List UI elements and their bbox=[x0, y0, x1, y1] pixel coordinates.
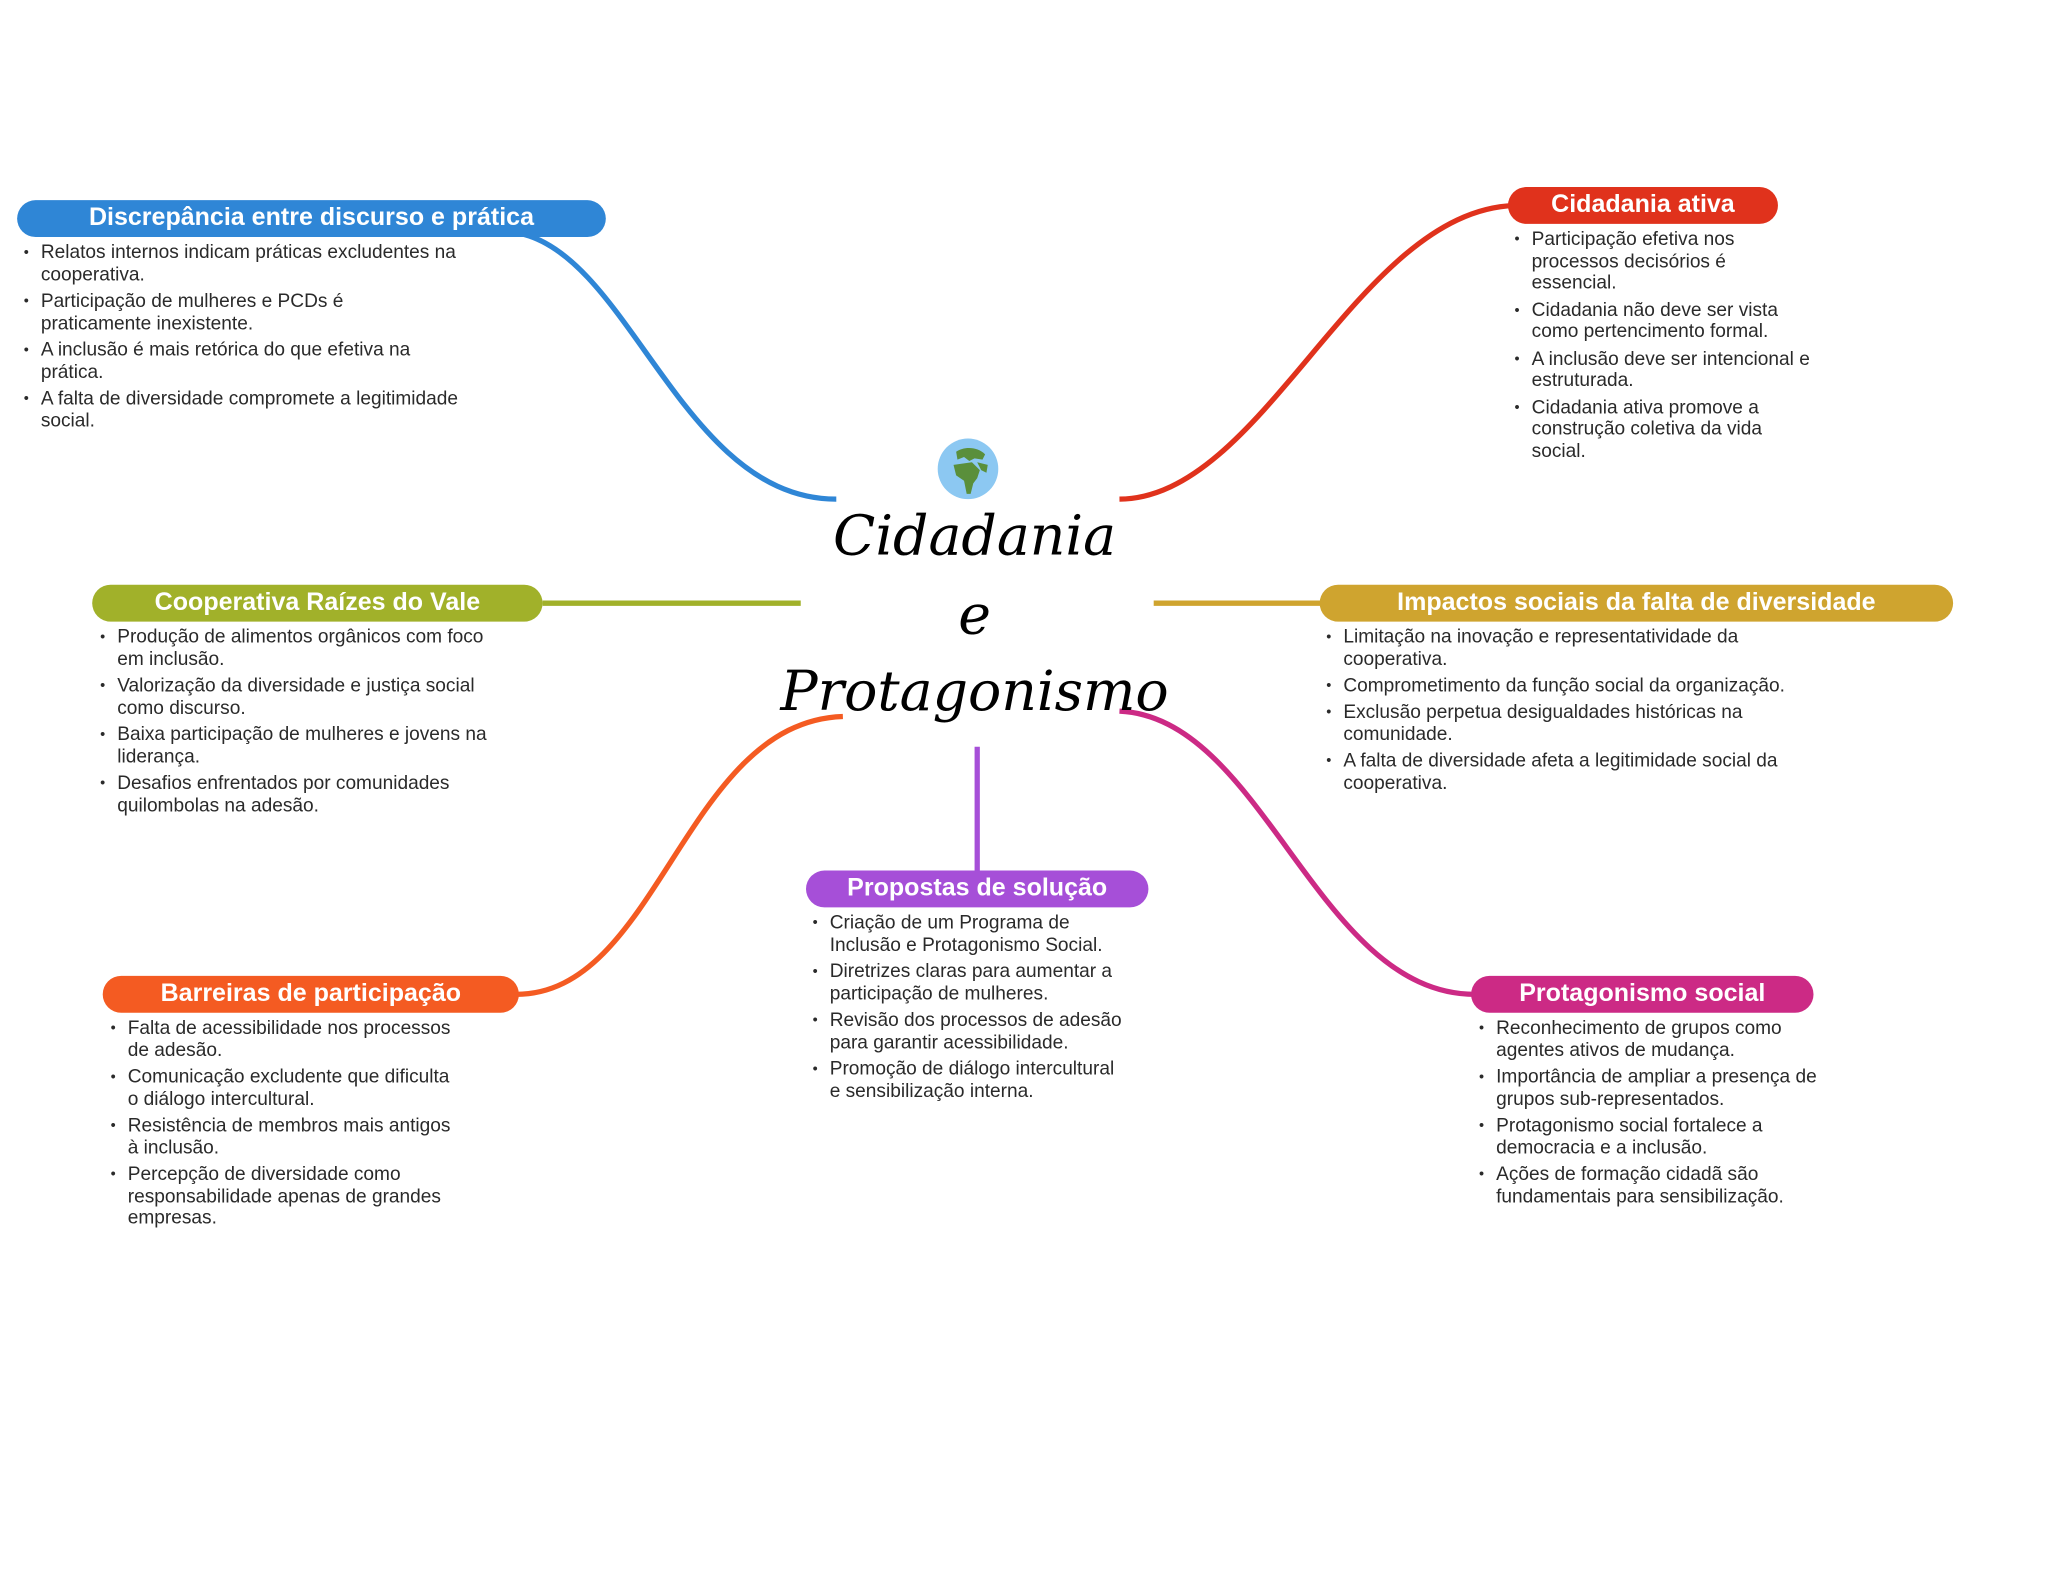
topic-barreiras[interactable]: Barreiras de participação bbox=[102, 975, 519, 1013]
note-item: Participação de mulheres e PCDs é pratic… bbox=[24, 291, 459, 335]
note-item: Criação de um Programa de Inclusão e Pro… bbox=[813, 913, 1122, 957]
note-item: Importância de ampliar a presença de gru… bbox=[1479, 1067, 1848, 1111]
note-item: Percepção de diversidade como responsabi… bbox=[111, 1164, 460, 1230]
topic-cidadania-ativa-notes: Participação efetiva nos processos decis… bbox=[1515, 229, 1811, 468]
note-item: Diretrizes claras para aumentar a partic… bbox=[813, 961, 1122, 1005]
note-item: Valorização da diversidade e justiça soc… bbox=[100, 676, 515, 720]
note-item: A inclusão deve ser intencional e estrut… bbox=[1515, 348, 1811, 392]
note-item: Produção de alimentos orgânicos com foco… bbox=[100, 627, 515, 671]
note-item: Baixa participação de mulheres e jovens … bbox=[100, 724, 515, 768]
topic-discrepancia-notes: Relatos internos indicam práticas exclud… bbox=[24, 242, 459, 437]
link-discrepancia bbox=[523, 231, 837, 502]
note-item: Falta de acessibilidade nos processos de… bbox=[111, 1018, 460, 1062]
link-protagonismo-social bbox=[1119, 708, 1476, 997]
topic-protagonismo-social-notes: Reconhecimento de grupos como agentes at… bbox=[1479, 1018, 1848, 1213]
topic-cooperativa-notes: Produção de alimentos orgânicos com foco… bbox=[100, 627, 515, 822]
link-cidadania-ativa bbox=[1119, 202, 1515, 502]
note-item: Ações de formação cidadã são fundamentai… bbox=[1479, 1164, 1848, 1208]
topic-cooperativa[interactable]: Cooperativa Raízes do Vale bbox=[92, 584, 543, 622]
note-item: Cidadania não deve ser vista como perten… bbox=[1515, 300, 1811, 344]
note-item: Desafios enfrentados por comunidades qui… bbox=[100, 773, 515, 817]
note-item: Promoção de diálogo intercultural e sens… bbox=[813, 1059, 1122, 1103]
topic-cidadania-ativa[interactable]: Cidadania ativa bbox=[1507, 187, 1778, 224]
note-item: Reconhecimento de grupos como agentes at… bbox=[1479, 1018, 1848, 1062]
topic-impactos-notes: Limitação na inovação e representativida… bbox=[1326, 627, 1833, 800]
note-item: Exclusão perpetua desigualdades históric… bbox=[1326, 702, 1833, 746]
topic-protagonismo-social[interactable]: Protagonismo social bbox=[1471, 975, 1814, 1013]
note-item: Relatos internos indicam práticas exclud… bbox=[24, 242, 459, 286]
note-item: Revisão dos processos de adesão para gar… bbox=[813, 1010, 1122, 1054]
topic-discrepancia[interactable]: Discrepância entre discurso e prática bbox=[17, 200, 606, 238]
central-title-line1: Cidadania bbox=[833, 503, 1117, 568]
topic-propostas[interactable]: Propostas de solução bbox=[806, 870, 1149, 908]
note-item: A falta de diversidade afeta a legitimid… bbox=[1326, 751, 1833, 795]
note-item: A inclusão é mais retórica do que efetiv… bbox=[24, 340, 459, 384]
note-item: Cidadania ativa promove a construção col… bbox=[1515, 397, 1811, 463]
topic-propostas-notes: Criação de um Programa de Inclusão e Pro… bbox=[813, 913, 1122, 1108]
note-item: Resistência de membros mais antigos à in… bbox=[111, 1115, 460, 1159]
note-item: A falta de diversidade compromete a legi… bbox=[24, 388, 459, 432]
note-item: Comprometimento da função social da orga… bbox=[1326, 676, 1833, 698]
topic-impactos[interactable]: Impactos sociais da falta de diversidade bbox=[1319, 584, 1954, 622]
central-title-line3: Protagonismo bbox=[780, 658, 1169, 724]
globe-icon bbox=[937, 438, 999, 500]
link-barreiras bbox=[516, 713, 843, 997]
central-title-line2: e bbox=[958, 582, 991, 647]
topic-barreiras-notes: Falta de acessibilidade nos processos de… bbox=[111, 1018, 460, 1235]
note-item: Limitação na inovação e representativida… bbox=[1326, 627, 1833, 671]
note-item: Participação efetiva nos processos decis… bbox=[1515, 229, 1811, 295]
note-item: Protagonismo social fortalece a democrac… bbox=[1479, 1115, 1848, 1159]
note-item: Comunicação excludente que dificulta o d… bbox=[111, 1067, 460, 1111]
